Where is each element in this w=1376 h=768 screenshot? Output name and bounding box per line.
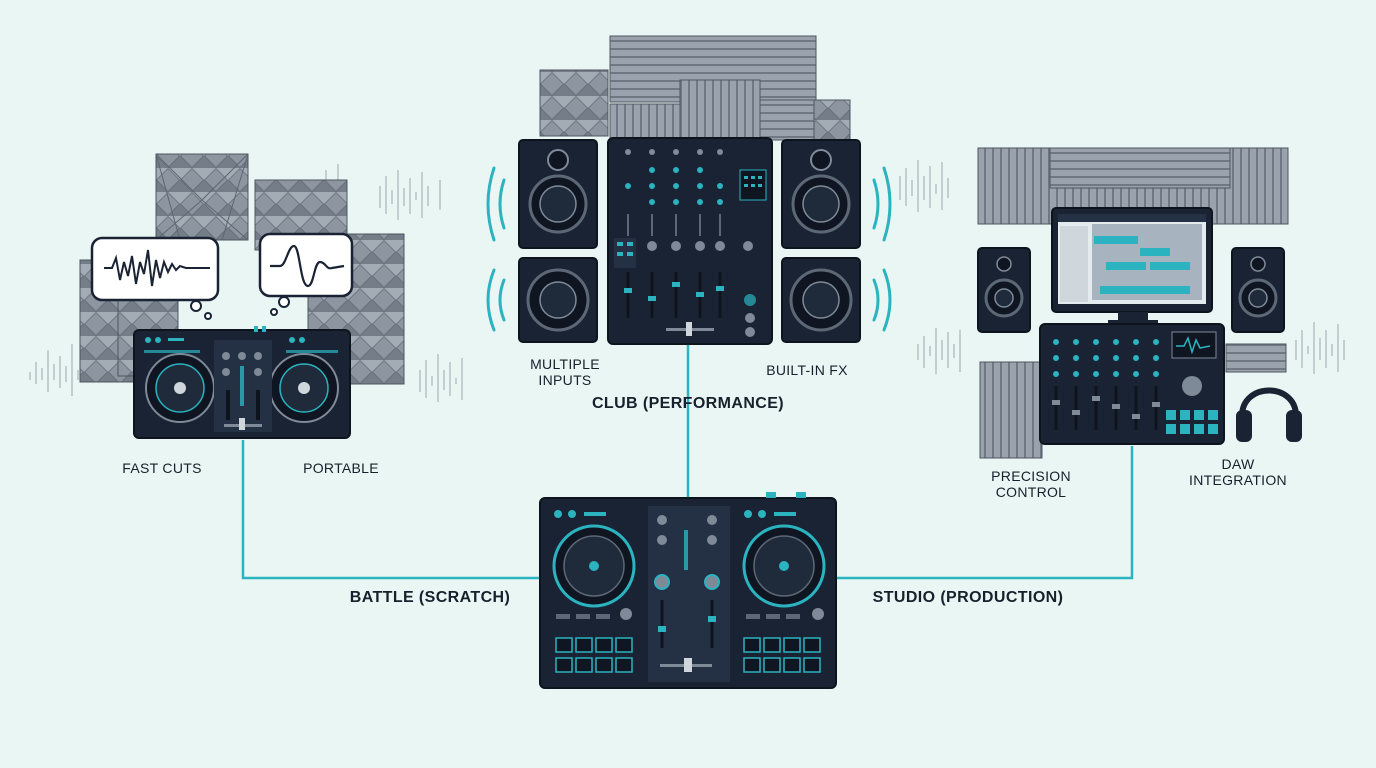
waveform-icon [29, 160, 1345, 402]
studio-controller-icon [1039, 323, 1225, 445]
battle-controller-icon [133, 326, 351, 439]
studio-feature-precision-control: PRECISION CONTROL [991, 468, 1071, 500]
speaker-icon [781, 139, 861, 343]
studio-feature-daw-integration: DAW INTEGRATION [1189, 456, 1287, 488]
club-feature-multiple-inputs: MULTIPLE INPUTS [530, 356, 600, 388]
sound-waves [486, 166, 892, 332]
speaker-icon [518, 139, 598, 343]
acoustic-panel-icon [539, 35, 851, 145]
monitor-icon [1051, 207, 1213, 324]
club-title: CLUB (PERFORMANCE) [591, 395, 785, 412]
studio-title: STUDIO (PRODUCTION) [872, 589, 1064, 606]
studio-connector [836, 446, 1134, 580]
waveform-bubble-left [90, 236, 220, 320]
waveform-bubble-right [258, 232, 354, 316]
battle-title: BATTLE (SCRATCH) [349, 589, 511, 606]
mixer-icon [607, 137, 773, 345]
connector-lines [241, 338, 1134, 580]
speaker-icon [977, 247, 1285, 333]
battle-feature-fast-cuts: FAST CUTS [122, 460, 202, 476]
battle-feature-portable: PORTABLE [303, 460, 379, 476]
main-controller-icon [539, 492, 837, 689]
battle-connector [241, 440, 540, 580]
club-feature-built-in-fx: BUILT-IN FX [766, 362, 848, 378]
headphones-icon [1236, 387, 1302, 442]
